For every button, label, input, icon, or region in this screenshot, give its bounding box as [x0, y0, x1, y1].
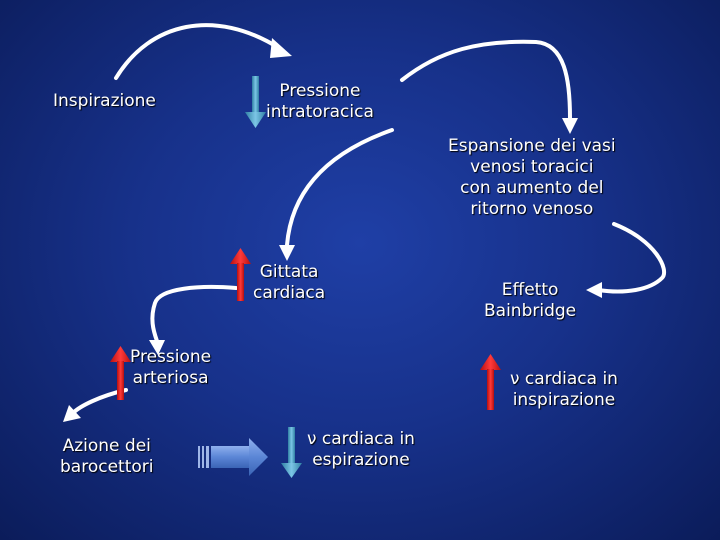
- label-effetto-bainbridge: Effetto Bainbridge: [484, 280, 577, 321]
- arrow-down-icon: [245, 76, 266, 128]
- label-inspirazione: Inspirazione: [53, 91, 156, 111]
- connector-gittata-to-pressione-art: [150, 284, 238, 343]
- connector-inspirazione-to-pressione: [114, 23, 281, 80]
- label-pressione-arteriosa: Pressione arteriosa: [130, 347, 212, 388]
- connector-pressione-to-espansione: [400, 39, 572, 120]
- label-azione-barocettori: Azione dei barocettori: [60, 436, 154, 477]
- arrow-up-icon: [480, 354, 501, 410]
- label-gittata-cardiaca: Gittata cardiaca: [253, 262, 326, 303]
- arrow-up-icon: [230, 248, 251, 301]
- label-espansione-vasi: Espansione dei vasi venosi toracici con …: [448, 136, 616, 219]
- label-nu-cardiaca-espirazione: ν cardiaca in espirazione: [307, 429, 415, 470]
- label-nu-cardiaca-inspirazione: ν cardiaca in inspirazione: [510, 369, 618, 410]
- connector-arrowheads: [63, 38, 602, 422]
- connector-pressione-to-gittata: [285, 128, 394, 247]
- connector-espansione-to-bainbridge: [596, 222, 667, 294]
- block-arrow-right-icon: [198, 438, 268, 476]
- arrow-down-icon: [281, 427, 302, 478]
- arrow-up-icon: [110, 346, 131, 400]
- label-pressione-intratoracica: Pressione intratoracica: [266, 81, 374, 122]
